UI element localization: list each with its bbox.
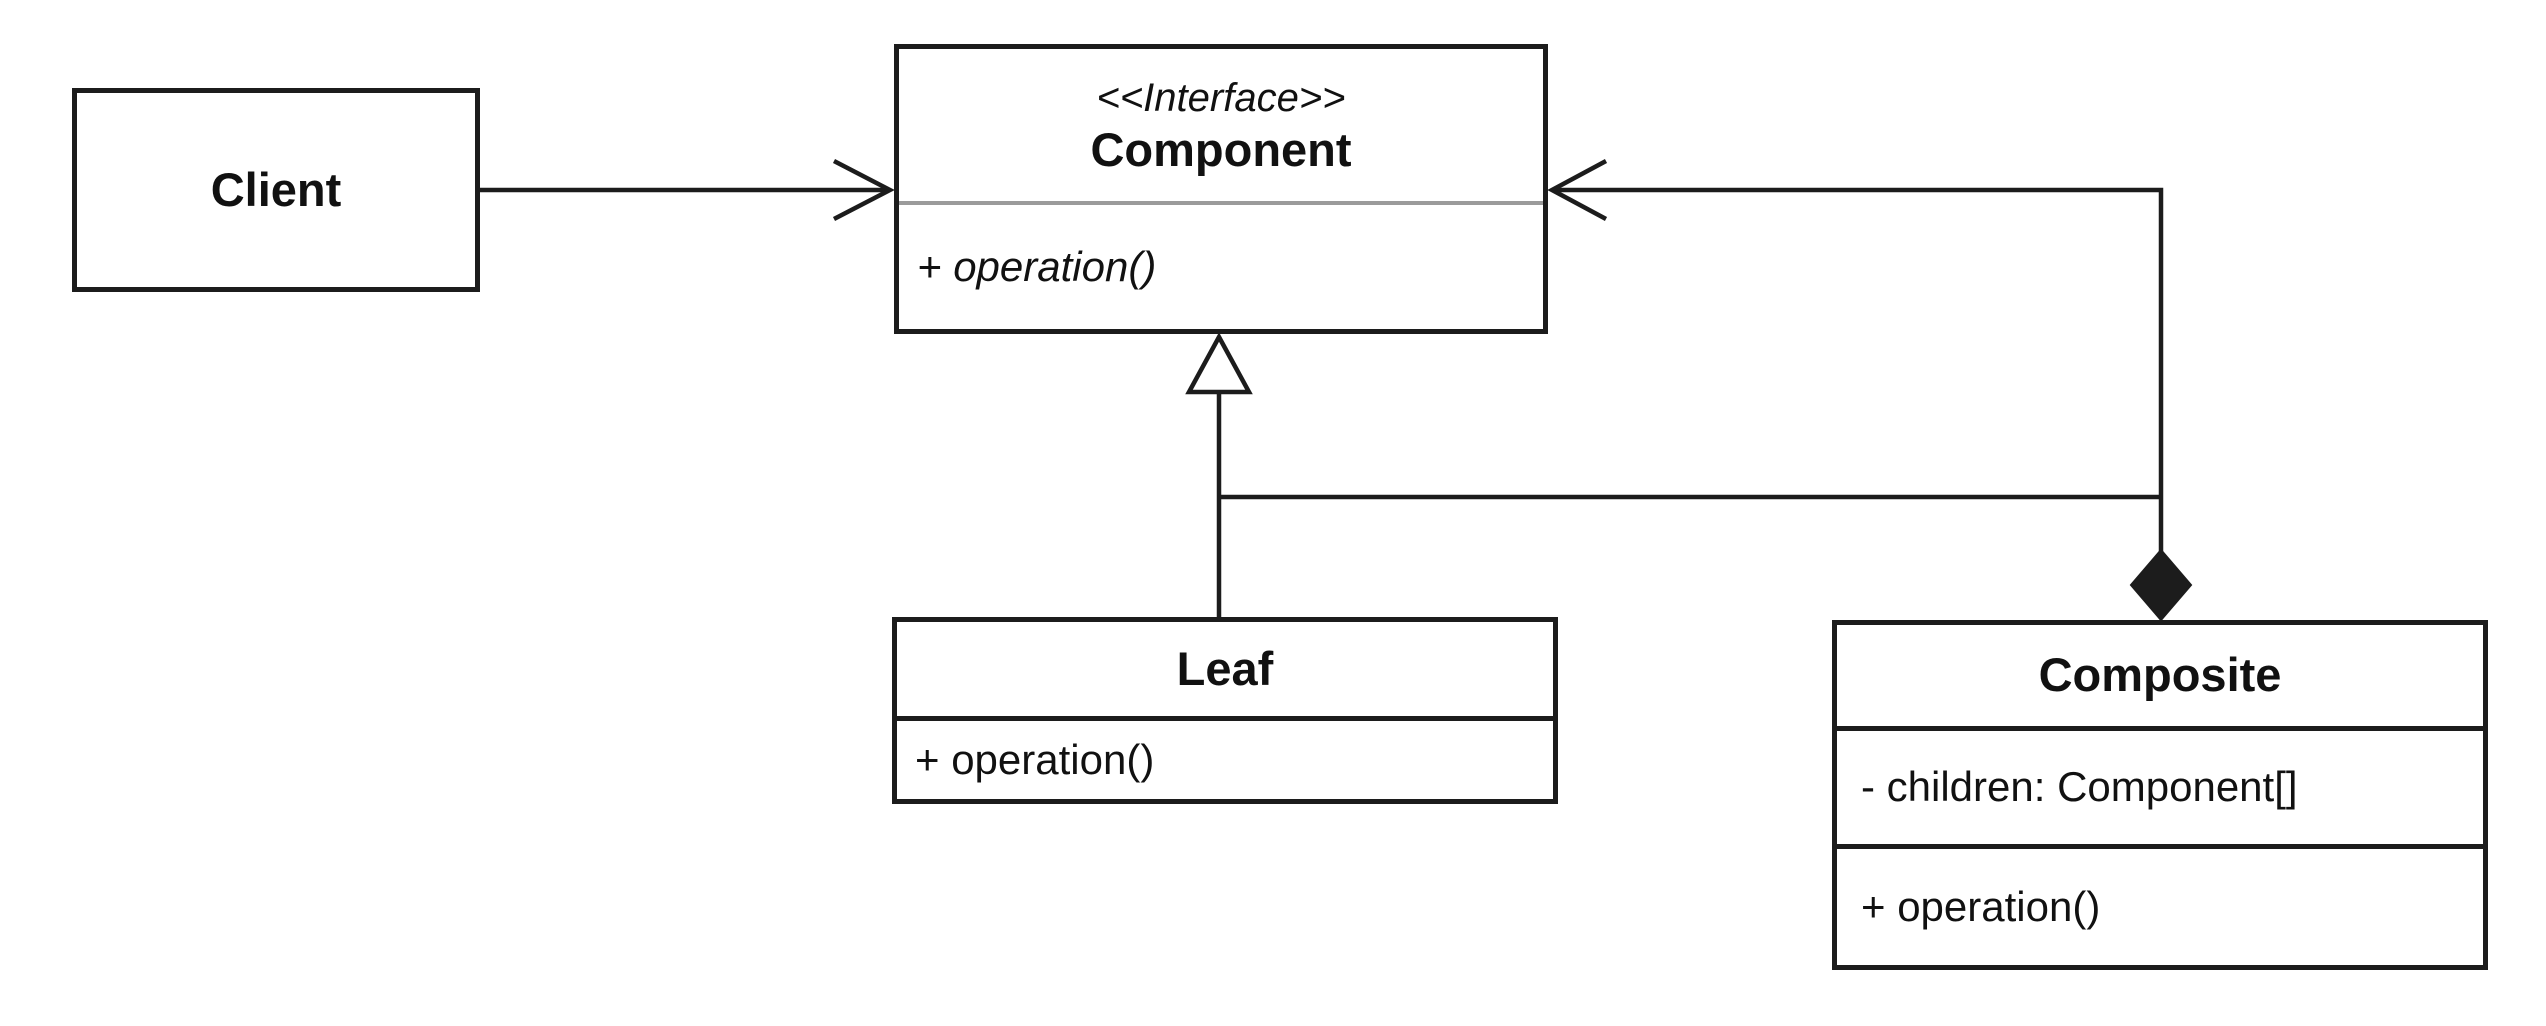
leaf-methods-section: + operation() — [897, 716, 1553, 799]
component-methods-section: + operation() — [899, 201, 1543, 329]
client-title-section: Client — [77, 93, 475, 287]
composite-attributes-section: - children: Component[] — [1837, 726, 2483, 844]
stereotype-label: <<Interface>> — [1096, 75, 1346, 120]
attribute-label: - children: Component[] — [1861, 763, 2298, 811]
generalization-leaf-component — [1185, 332, 1253, 619]
component-interface-box: <<Interface>> Component + operation() — [894, 44, 1548, 334]
class-name: Client — [210, 162, 342, 216]
composition-composite-component — [1547, 159, 2193, 622]
method-label: + operation() — [1861, 882, 2101, 930]
leaf-class-box: Leaf + operation() — [892, 617, 1558, 804]
method-label: + operation() — [915, 735, 1155, 783]
composition-line — [1552, 187, 2164, 552]
filled-diamond-icon — [2129, 548, 2193, 622]
leaf-title-section: Leaf — [897, 622, 1553, 716]
composite-methods-section: + operation() — [1837, 844, 2483, 965]
class-name: Leaf — [1176, 641, 1274, 695]
class-name: Component — [1090, 122, 1352, 176]
composite-title-section: Composite — [1837, 625, 2483, 726]
open-arrowhead-icon — [1547, 159, 1608, 221]
hollow-triangle-icon — [1185, 332, 1253, 395]
association-client-component — [480, 159, 895, 221]
composite-class-box: Composite - children: Component[] + oper… — [1832, 620, 2488, 970]
client-class-box: Client — [72, 88, 480, 292]
component-title-section: <<Interface>> Component — [899, 49, 1543, 201]
class-name: Composite — [2038, 648, 2282, 702]
method-label: + operation() — [917, 242, 1157, 290]
open-arrowhead-icon — [832, 159, 895, 221]
